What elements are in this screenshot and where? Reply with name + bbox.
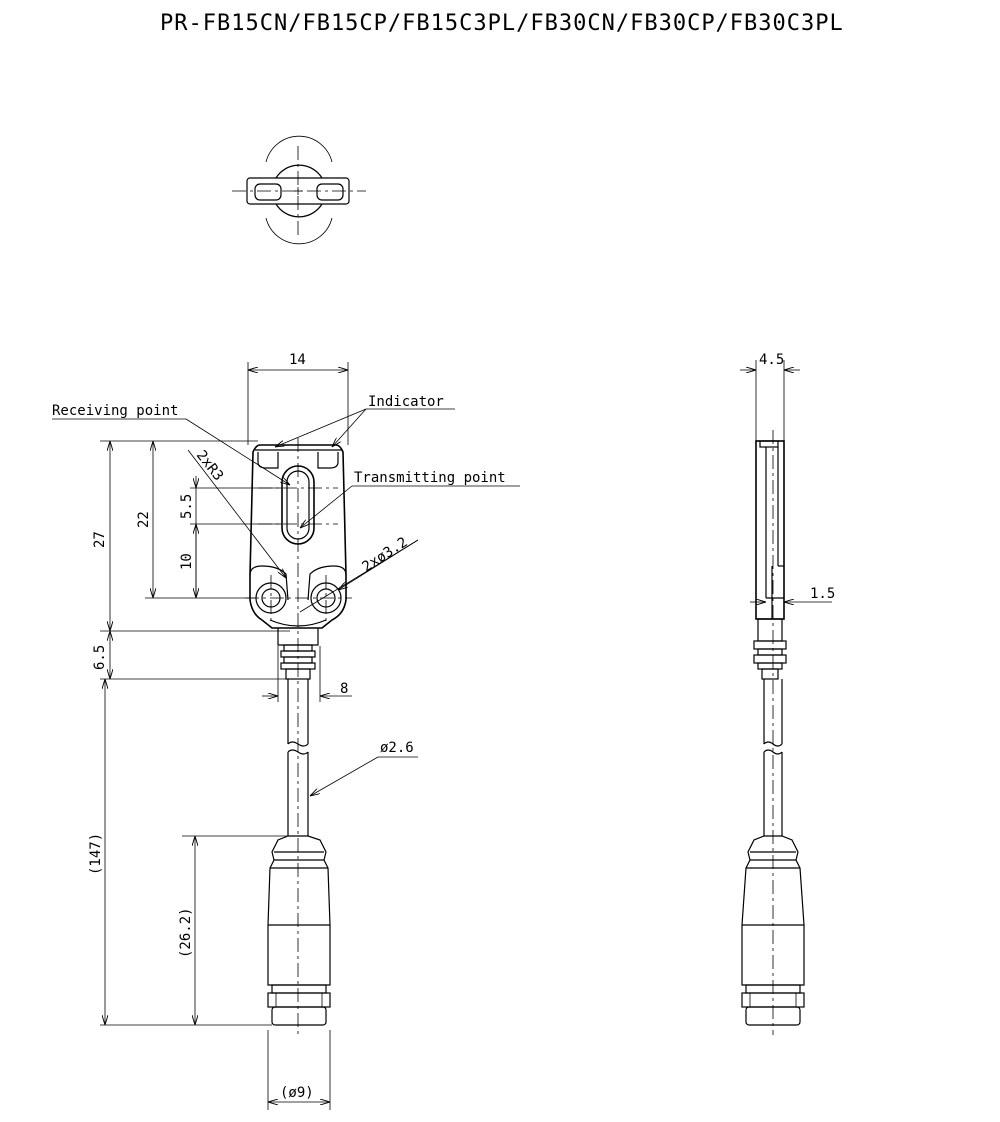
dim-width: 14: [289, 352, 306, 368]
dim-height-total: 27: [92, 531, 108, 548]
drawing-title: PR-FB15CN/FB15CP/FB15C3PL/FB30CN/FB30CP/…: [160, 11, 844, 36]
top-view: [232, 135, 366, 245]
dim-neck: 6.5: [92, 645, 108, 670]
dim-step: 1.5: [810, 586, 835, 602]
leader-lines: [52, 408, 520, 796]
side-view: [741, 430, 805, 1035]
dim-neck-width: 8: [340, 681, 348, 697]
dim-pitch: 5.5: [179, 494, 195, 519]
receiving-point-label: Receiving point: [52, 403, 178, 419]
dim-connector-diameter: (ø9): [280, 1085, 314, 1101]
front-dimensions: [100, 362, 352, 1110]
dim-connector-length: (26.2): [178, 907, 194, 958]
hole-label: 2xø3.2: [359, 534, 410, 575]
dim-cable-length: (147): [88, 833, 104, 875]
side-dimensions: [740, 360, 832, 602]
dim-height-22: 22: [136, 511, 152, 528]
radius-label: 2xR3: [193, 448, 226, 484]
cable-diameter-label: ø2.6: [380, 740, 414, 756]
dim-offset: 10: [179, 553, 195, 570]
indicator-label: Indicator: [368, 394, 444, 410]
front-view: [245, 438, 352, 1035]
dim-thickness: 4.5: [759, 352, 784, 368]
transmitting-point-label: Transmitting point: [354, 470, 506, 486]
